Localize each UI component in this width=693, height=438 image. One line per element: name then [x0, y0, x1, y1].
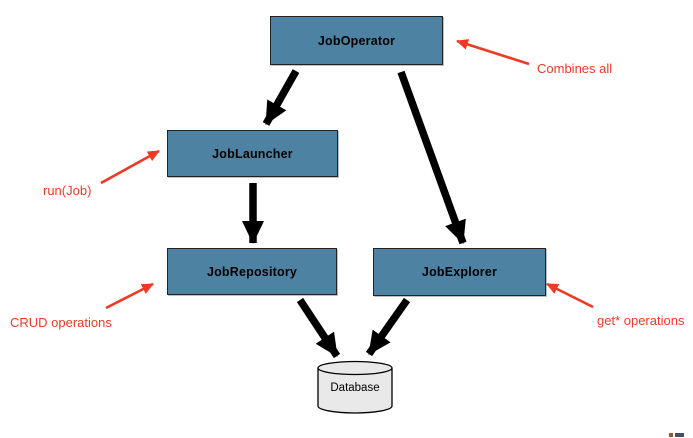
node-job-launcher-label: JobLauncher [212, 146, 293, 161]
node-job-operator: JobOperator [270, 16, 443, 65]
node-job-repository-label: JobRepository [206, 264, 298, 279]
node-job-operator-label: JobOperator [317, 33, 396, 48]
edge-joboperator-to-jobexplorer [397, 70, 467, 245]
node-job-explorer: JobExplorer [373, 248, 546, 296]
edge-joboperator-to-joblauncher [262, 69, 300, 126]
clipped-corner-artifact [669, 433, 684, 437]
clipped-corner-artifact-left [669, 433, 673, 437]
node-job-launcher: JobLauncher [167, 130, 338, 177]
node-job-explorer-label: JobExplorer [421, 265, 498, 279]
annotation-arrow-combines-all [456, 39, 530, 66]
annotation-arrow-run-job [100, 149, 160, 185]
annotation-run-job: run(Job) [43, 183, 92, 198]
edge-jobexplorer-to-database [365, 297, 411, 357]
annotation-combines-all: Combines all [537, 61, 613, 76]
database-label: Database [330, 382, 380, 394]
annotation-get-operations: get* operations [597, 313, 685, 328]
clipped-corner-artifact-right [675, 433, 684, 437]
annotation-crud-operations: CRUD operations [10, 315, 112, 330]
edge-jobrepository-to-database [296, 297, 341, 359]
node-job-repository: JobRepository [167, 248, 337, 295]
annotation-arrow-get-operations [546, 282, 594, 309]
annotation-arrow-crud-operations [105, 282, 154, 310]
database-cylinder-icon [317, 360, 393, 414]
